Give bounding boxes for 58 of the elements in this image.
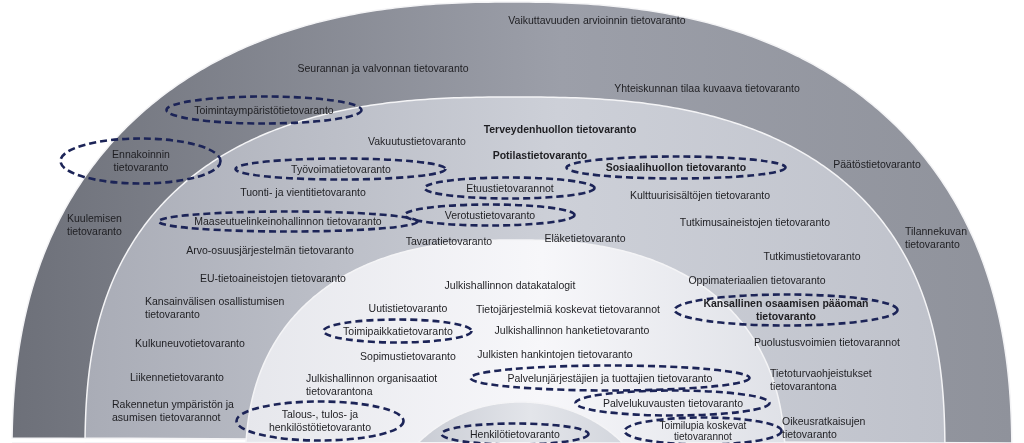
store-name: Julkisten hankintojen tietovaranto	[477, 347, 633, 361]
store-name: Ennakoinnin tietovaranto	[111, 148, 171, 174]
store-name: Verotustietovaranto	[444, 208, 536, 222]
store-name: Kansallinen osaamisen pääoman tietovaranto	[702, 297, 870, 323]
store-name: Maaseutuelinkeinohallinnon tietovaranto	[194, 214, 382, 228]
store-name: Kulkuneuvotietovaranto	[135, 336, 245, 350]
store-name: Liikennetietovaranto	[130, 370, 224, 384]
store-name: Arvo-osuusjärjestelmän tietovaranto	[186, 243, 354, 257]
store-name: Tietojärjestelmiä koskevat tietovarannot	[475, 302, 660, 316]
store-name: Tavaratietovaranto	[405, 234, 493, 248]
store-name: Oikeusratkaisujen tietovaranto	[781, 415, 867, 441]
store-name: Päätöstietovaranto	[833, 157, 921, 171]
store-name: Palvelukuvausten tietovaranto	[602, 396, 743, 410]
store-name: Talous-, tulos- ja henkilöstötietovaranto	[267, 408, 373, 434]
store-name: Potilastietovaranto	[492, 148, 588, 162]
store-name: Tutkimustietovaranto	[763, 249, 861, 263]
store-name: Henkilötietovaranto	[470, 427, 560, 441]
store-name: Kulttuurisisältöjen tietovaranto	[629, 188, 770, 202]
store-name: Eläketietovaranto	[544, 231, 626, 245]
store-name: Palvelunjärjestäjien ja tuottajien tietovaranto	[507, 371, 713, 385]
dashed-ellipse	[234, 157, 448, 181]
store-name: Kuulemisen tietovaranto	[67, 212, 123, 238]
dashed-ellipse	[165, 95, 363, 125]
store-name: Vakuutustietovaranto	[368, 134, 466, 148]
store-name: Kansainvälisen osallistumisen tietovaranto	[144, 295, 286, 321]
dashed-ellipse	[672, 293, 899, 327]
store-name: Seurannan ja valvonnan tietovaranto	[297, 61, 469, 75]
store-name: Tuonti- ja vientitietovaranto	[240, 185, 366, 199]
store-name: Julkishallinnon hanketietovaranto	[494, 323, 650, 337]
store-name: Toimintaympäristötietovaranto	[194, 103, 334, 117]
store-name: Rakennetun ympäristön ja asumisen tietovarannot	[111, 398, 235, 424]
store-name: Etuustietovarannot	[466, 181, 554, 195]
store-name: Julkishallinnon datakatalogit	[444, 278, 576, 292]
store-name: EU-tietoaineistojen tietovaranto	[200, 271, 346, 285]
dashed-ellipse	[468, 364, 751, 392]
store-name: Julkishallinnon organisaatiot tietovarantona	[305, 372, 439, 398]
dashed-ellipse	[322, 318, 474, 344]
dashed-ellipse	[156, 209, 419, 233]
store-name: Sopimustietovaranto	[360, 349, 456, 363]
store-name: Sosiaalihuollon tietovaranto	[605, 160, 747, 174]
store-name: Vaikuttavuuden arvioinnin tietovaranto	[508, 13, 686, 27]
dashed-ellipse	[403, 203, 577, 227]
store-name: Oppimateriaalien tietovaranto	[688, 273, 826, 287]
ring-band	[12, 2, 1012, 443]
dashed-ellipse	[234, 400, 405, 442]
dashed-ellipse	[423, 176, 597, 200]
store-name: Työvoimatietovaranto	[291, 162, 391, 176]
dashed-ellipse	[59, 137, 223, 185]
dashed-ellipse	[574, 389, 772, 417]
store-name: Tietoturvaohjeistukset tietovarantona	[769, 367, 873, 393]
store-name: Tutkimusaineistojen tietovaranto	[679, 215, 831, 229]
store-name: Yhteiskunnan tilaa kuvaava tietovaranto	[614, 81, 800, 95]
store-name: Terveydenhuollon tietovaranto	[483, 122, 637, 136]
store-name: Toimilupia koskevat tietovarannot	[658, 420, 748, 442]
store-name: Tilannekuvan tietovaranto	[905, 225, 969, 251]
store-name: Uutistietovaranto	[368, 301, 448, 315]
store-name: Puolustusvoimien tietovarannot	[754, 335, 900, 349]
store-name: Toimipaikkatietovaranto	[343, 324, 453, 338]
